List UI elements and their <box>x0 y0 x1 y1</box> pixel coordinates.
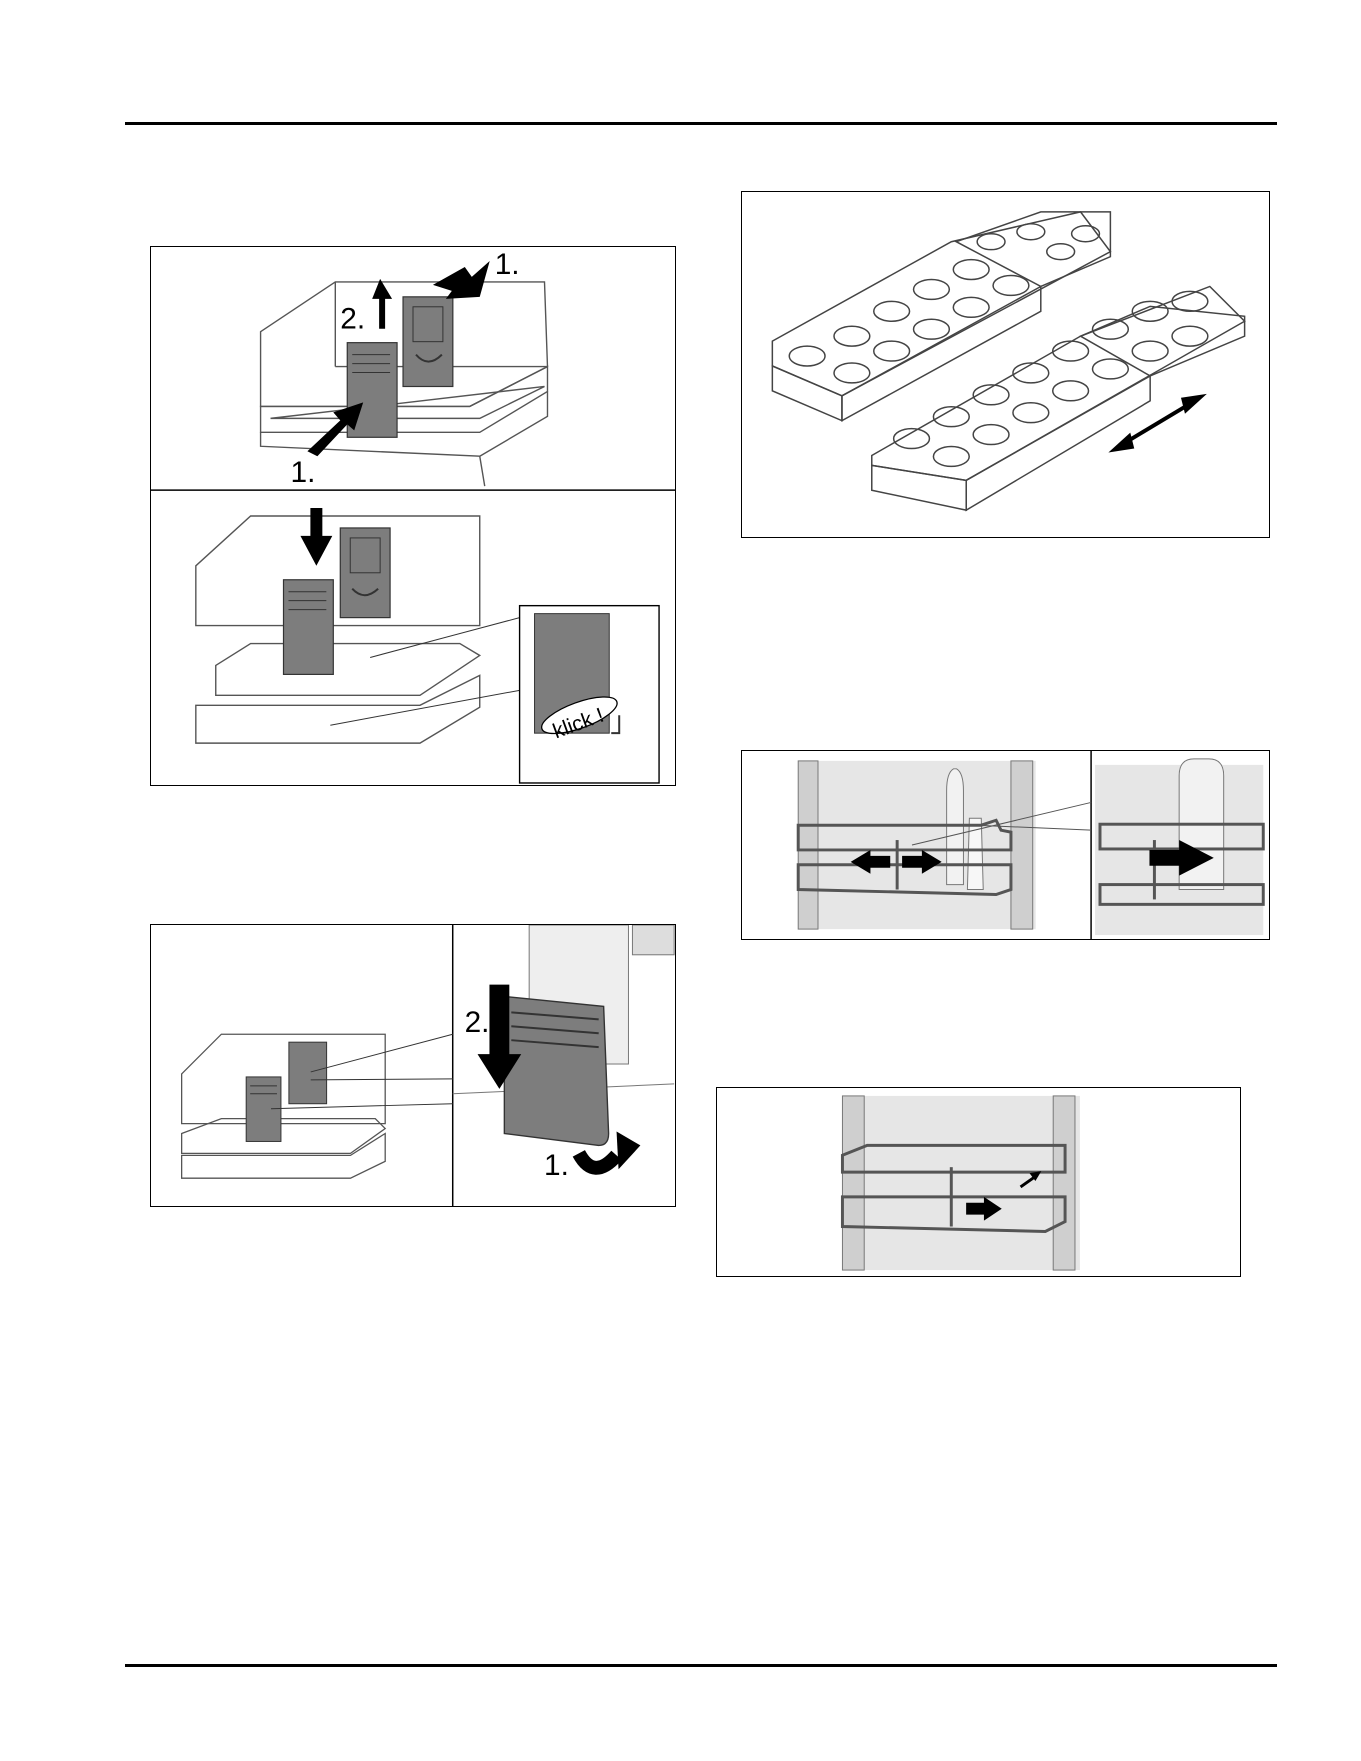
figure-egg-trays <box>741 191 1270 538</box>
drawer-divider-illustration: 1. 2. 1. klick ! <box>151 247 675 785</box>
figure-drawer-divider: 1. 2. 1. klick ! <box>150 246 676 786</box>
bottle-holder-illustration <box>742 751 1269 939</box>
step-label: 1. <box>495 248 520 281</box>
figure-bottle-holder <box>741 750 1270 940</box>
figure-divider-removal: 2. 1. <box>150 924 676 1207</box>
step-label: 1. <box>544 1149 569 1182</box>
egg-trays-illustration <box>742 192 1269 537</box>
step-label: 2. <box>340 303 365 336</box>
footer-rule <box>125 1664 1277 1667</box>
door-shelf-illustration <box>717 1088 1240 1276</box>
header-rule <box>125 122 1277 125</box>
step-label: 1. <box>290 456 315 489</box>
divider-removal-illustration: 2. 1. <box>151 925 675 1206</box>
figure-door-shelf <box>716 1087 1241 1277</box>
step-label: 2. <box>465 1006 490 1039</box>
